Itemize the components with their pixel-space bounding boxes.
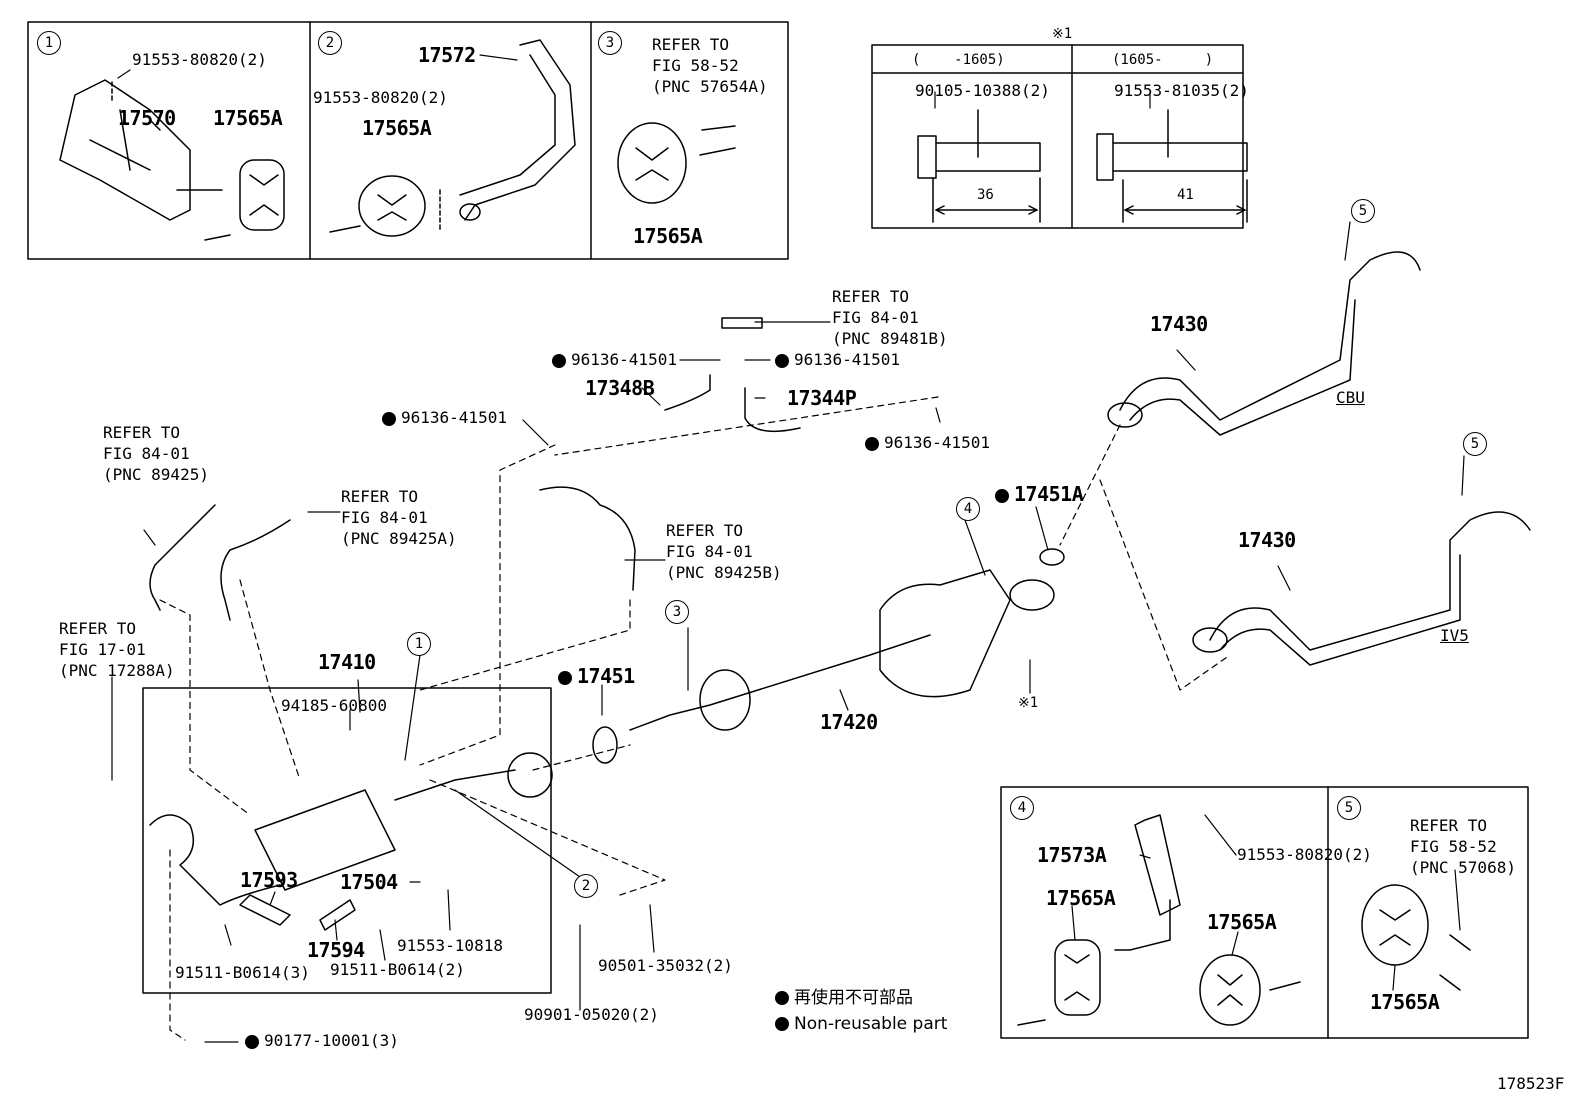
insulator-label-2: 17565A (362, 116, 432, 140)
insulator-label-4b: 17565A (1207, 910, 1277, 934)
tail-pipe-iv5-label: 17430 (1238, 528, 1296, 552)
callout-2-top: 2 (318, 31, 342, 55)
callout-3-main: 3 (665, 600, 689, 624)
bolt-label-1: 91553-80820(2) (132, 50, 267, 69)
hose-label-b: 17348B (585, 376, 655, 400)
center-pipe-label: 17420 (820, 710, 878, 734)
top-inset-frame (27, 21, 789, 260)
note-x1-label: ※1 (1018, 695, 1039, 711)
insulator-label-1: 17565A (213, 106, 283, 130)
gasket-a-label: 17451A (995, 484, 1084, 504)
callout-5-cbu: 5 (1351, 199, 1375, 223)
refer-89425b: REFER TO FIG 84-01 (PNC 89425B) (666, 521, 782, 582)
refer-89481b: REFER TO FIG 84-01 (PNC 89481B) (832, 287, 948, 348)
insulator-17593-label: 17593 (240, 868, 298, 892)
bolt-table-col2-head: (1605- ) (1112, 52, 1214, 68)
bolt-label-2: 91553-80820(2) (313, 88, 448, 107)
bolt-b0614-3-label: 91511-B0614(3) (175, 963, 310, 982)
bolt-b0614-2-label: 91511-B0614(2) (330, 960, 465, 979)
callout-1-main: 1 (407, 632, 431, 656)
refer-89425a: REFER TO FIG 84-01 (PNC 89425A) (341, 487, 457, 548)
hanger-17573a-label: 17573A (1037, 843, 1107, 867)
bolt-10818-label: 91553-10818 (397, 936, 503, 955)
front-pipe-label: 17410 (318, 650, 376, 674)
bolt-table-col1-head: ( -1605) (912, 52, 1005, 68)
tail-pipe-cbu-label: 17430 (1150, 312, 1208, 336)
bracket-label: 17570 (118, 106, 176, 130)
callout-1-top: 1 (37, 31, 61, 55)
clip-label-a: 96136-41501 (552, 352, 677, 368)
clip-label-b: 96136-41501 (775, 352, 900, 368)
bolt-length-1: 36 (977, 187, 994, 203)
refer-57068: REFER TO FIG 58-52 (PNC 57068) (1410, 816, 1516, 877)
nut-label: 94185-60800 (281, 696, 387, 715)
callout-5-inset: 5 (1337, 796, 1361, 820)
front-pipe-box (142, 687, 552, 994)
bolt-table-frame (871, 44, 1244, 229)
insulator-17594-label: 17594 (307, 938, 365, 962)
refer-89425: REFER TO FIG 84-01 (PNC 89425) (103, 423, 209, 484)
legend-en: Non-reusable part (775, 1016, 947, 1033)
bolt-table-col2-part: 91553-81035(2) (1114, 81, 1249, 100)
insulator-label-3: 17565A (633, 224, 703, 248)
refer-57654a: REFER TO FIG 58-52 (PNC 57654A) (652, 35, 768, 96)
refer-17288a: REFER TO FIG 17-01 (PNC 17288A) (59, 619, 175, 680)
callout-5-iv5: 5 (1463, 432, 1487, 456)
figure-id: 178523F (1497, 1074, 1565, 1093)
hanger-label: 17572 (418, 43, 476, 67)
legend-jp: 再使用不可部品 (775, 990, 913, 1007)
callout-4-main: 4 (956, 497, 980, 521)
bolt-table-note: ※1 (1052, 26, 1073, 42)
clip-label-d: 96136-41501 (865, 435, 990, 451)
clip-label-c: 96136-41501 (382, 410, 507, 426)
cbu-label: CBU (1336, 388, 1365, 407)
callout-2-main: 2 (574, 874, 598, 898)
insulator-label-4a: 17565A (1046, 886, 1116, 910)
hose-label-p: 17344P (787, 386, 857, 410)
insulator-label-5: 17565A (1370, 990, 1440, 1014)
spring-label: 90501-35032(2) (598, 956, 733, 975)
bolt-table-col1-part: 90105-10388(2) (915, 81, 1050, 100)
callout-4-inset: 4 (1010, 796, 1034, 820)
gasket-label: 17451 (558, 666, 635, 686)
bolt-label-4: 91553-80820(2) (1237, 845, 1372, 864)
nut-10001-label: 90177-10001(3) (245, 1033, 399, 1049)
iv5-label: IV5 (1440, 626, 1469, 645)
insulator-17504-label: 17504 (340, 870, 398, 894)
bottom-inset-frame (1000, 786, 1529, 1039)
bolt-length-2: 41 (1177, 187, 1194, 203)
callout-3-top: 3 (598, 31, 622, 55)
stud-label: 90901-05020(2) (524, 1005, 659, 1024)
